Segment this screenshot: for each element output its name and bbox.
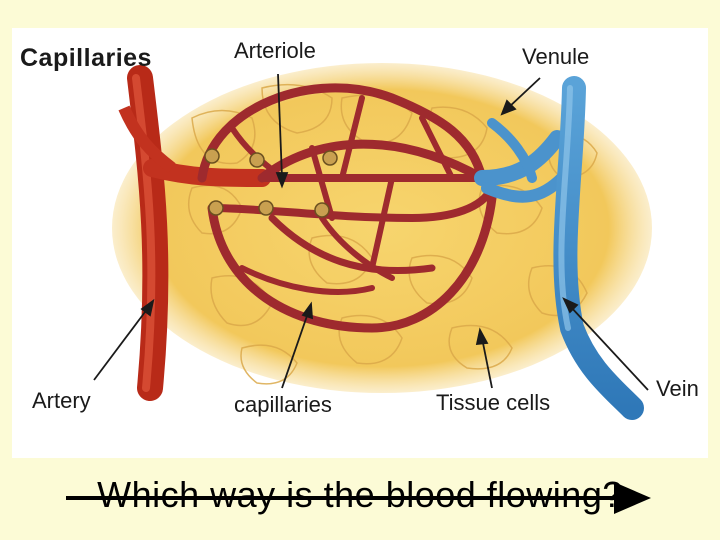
capillary-diagram (93, 63, 652, 420)
capillary-network (197, 83, 497, 333)
label-arteriole: Arteriole (234, 38, 316, 63)
label-capillaries: capillaries (234, 392, 332, 417)
artery-vessel (118, 65, 271, 401)
label-artery: Artery (32, 388, 91, 413)
question-text: Which way is the blood flowing? (97, 474, 623, 515)
precapillary-sphincters (204, 148, 338, 218)
label-venule: Venule (522, 44, 590, 69)
label-tissue-cells: Tissue cells (436, 390, 551, 415)
label-pointers (93, 73, 649, 391)
flow-direction-arrow (66, 482, 651, 514)
diagram-title: Capillaries (20, 44, 152, 72)
diagram-panel: Capillaries Arteriole Venule Artery capi… (12, 28, 708, 458)
label-vein: Vein (656, 376, 699, 401)
